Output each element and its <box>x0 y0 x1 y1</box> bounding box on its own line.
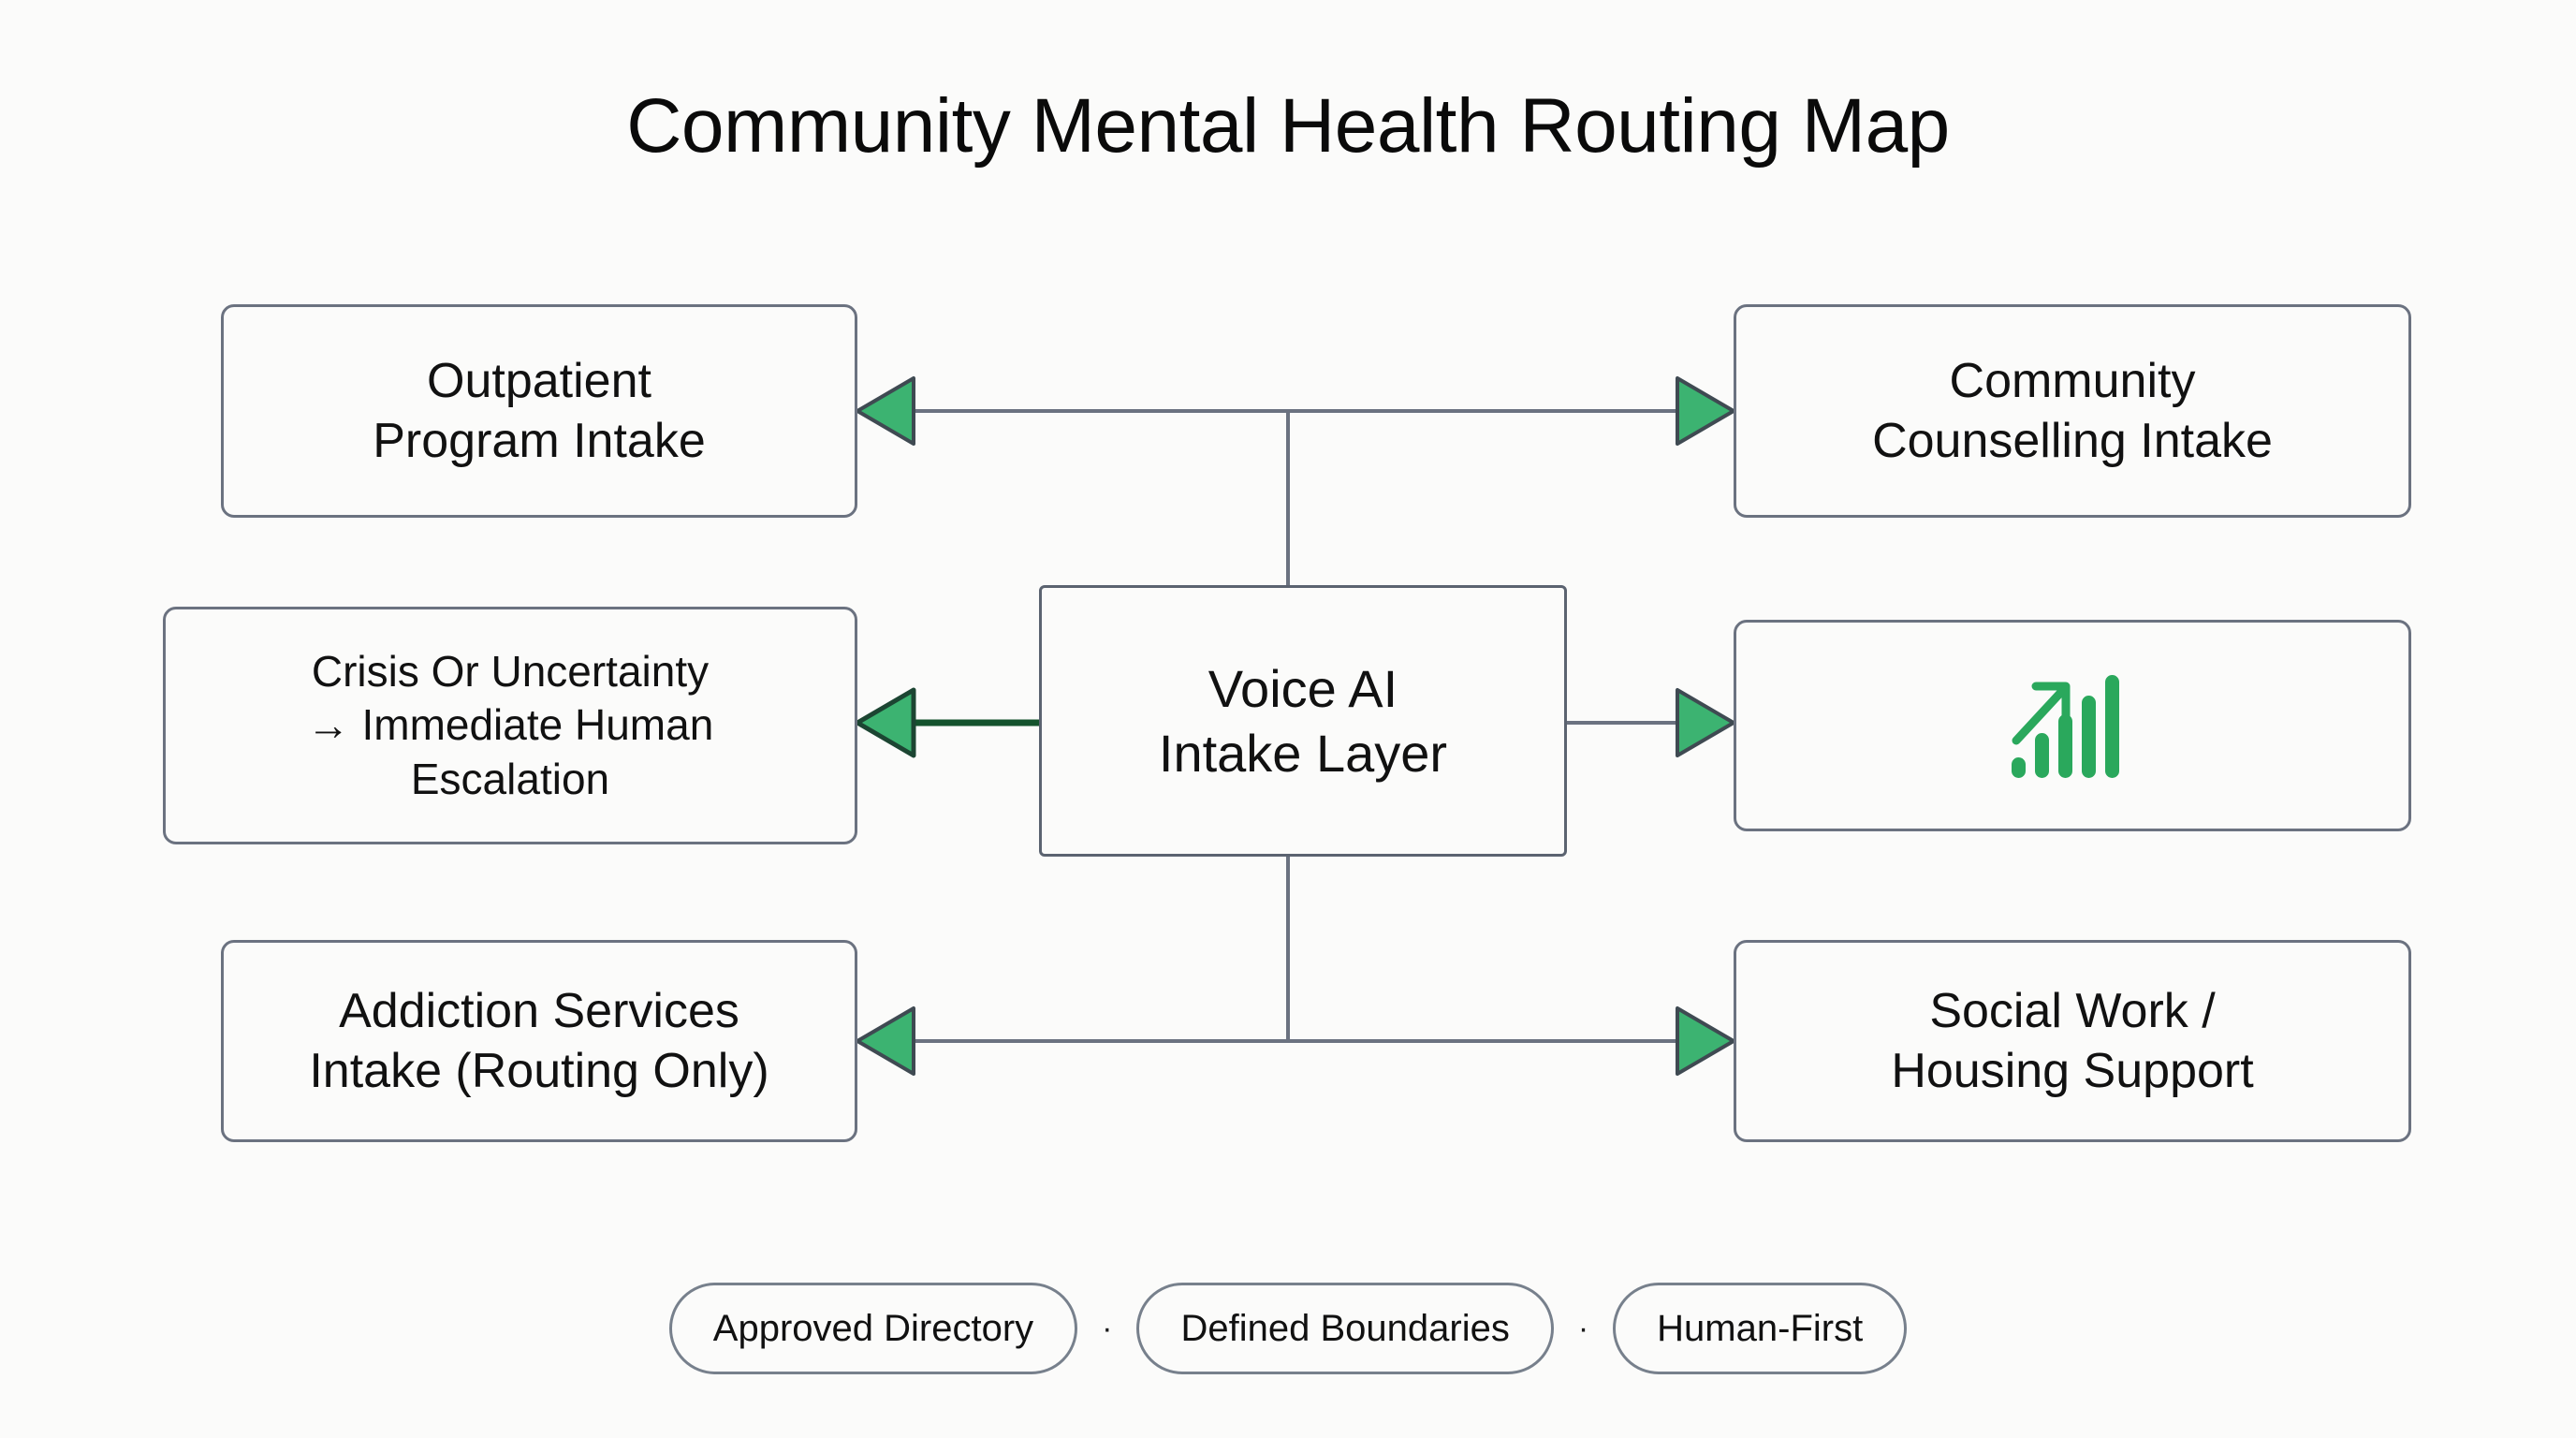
footer-separator: · <box>1102 1311 1113 1346</box>
node-addiction-services-intake[interactable]: Addiction Services Intake (Routing Only) <box>221 940 857 1142</box>
node-crisis-or-uncertainty-escalation[interactable]: Crisis Or Uncertainty → Immediate Human … <box>163 607 857 844</box>
footer-tag-list: Approved Directory · Defined Boundaries … <box>0 1283 2576 1374</box>
node-label: Community Counselling Intake <box>1872 353 2273 468</box>
arrowhead-metrics <box>1676 688 1735 757</box>
node-outpatient-program-intake[interactable]: Outpatient Program Intake <box>221 304 857 518</box>
footer-separator: · <box>1577 1311 1589 1346</box>
arrowhead-crisis <box>855 687 916 758</box>
node-label: Social Work / Housing Support <box>1891 983 2254 1098</box>
footer-tag-human-first[interactable]: Human-First <box>1613 1283 1908 1374</box>
node-metrics-growth[interactable] <box>1734 620 2411 831</box>
footer-tag-approved-directory[interactable]: Approved Directory <box>668 1283 1078 1374</box>
node-community-counselling-intake[interactable]: Community Counselling Intake <box>1734 304 2411 518</box>
arrowhead-outpatient <box>856 376 915 446</box>
node-label: Crisis Or Uncertainty → Immediate Human … <box>306 647 714 803</box>
node-voice-ai-intake-layer[interactable]: Voice AI Intake Layer <box>1039 585 1567 857</box>
node-social-work-housing-support[interactable]: Social Work / Housing Support <box>1734 940 2411 1142</box>
footer-tag-defined-boundaries[interactable]: Defined Boundaries <box>1136 1283 1554 1374</box>
node-label: Addiction Services Intake (Routing Only) <box>309 983 769 1098</box>
arrowhead-social <box>1676 1006 1735 1076</box>
arrowhead-counselling <box>1676 376 1735 446</box>
arrowhead-addiction <box>856 1006 915 1076</box>
node-label: Outpatient Program Intake <box>373 353 706 468</box>
node-label: Voice AI Intake Layer <box>1158 658 1448 783</box>
chart-increasing-icon <box>2012 675 2119 778</box>
page-title: Community Mental Health Routing Map <box>626 83 1950 169</box>
